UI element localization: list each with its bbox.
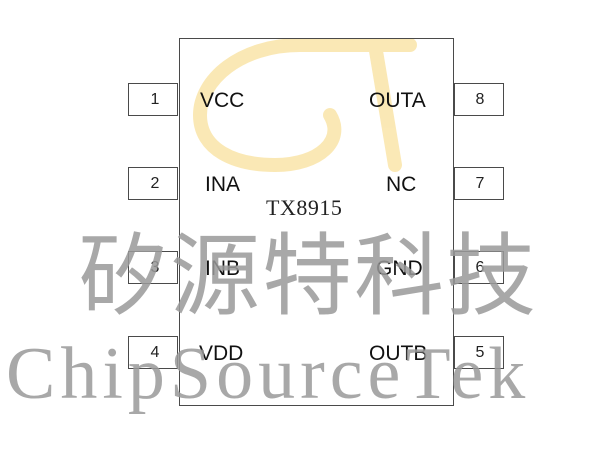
pin-number: 8 bbox=[475, 90, 485, 108]
pin-label-vcc: VCC bbox=[200, 89, 245, 112]
pin-7-box: 7 bbox=[454, 167, 504, 200]
pin-6-box: 6 bbox=[454, 251, 504, 284]
pin-label-nc: NC bbox=[386, 173, 417, 196]
st-logo-watermark bbox=[192, 38, 417, 172]
pin-3-box: 3 bbox=[128, 251, 178, 284]
pin-4-box: 4 bbox=[128, 336, 178, 369]
pin-8-box: 8 bbox=[454, 83, 504, 116]
part-number-label: TX8915 bbox=[266, 195, 343, 220]
pin-1-box: 1 bbox=[128, 83, 178, 116]
pin-label-outb: OUTB bbox=[369, 342, 428, 365]
pin-label-ina: INA bbox=[205, 173, 241, 196]
pin-5-box: 5 bbox=[454, 336, 504, 369]
chip-package-body bbox=[179, 38, 454, 406]
pin-label-gnd: GND bbox=[376, 257, 423, 280]
pin-number: 5 bbox=[475, 343, 485, 361]
pin-number: 6 bbox=[475, 258, 485, 276]
watermark-chinese-text: 矽源特科技 bbox=[78, 224, 538, 329]
pin-number: 3 bbox=[150, 258, 160, 276]
pin-number: 7 bbox=[475, 174, 485, 192]
pin-number: 1 bbox=[150, 90, 160, 108]
pin-label-vdd: VDD bbox=[199, 342, 244, 365]
pin-number: 4 bbox=[150, 343, 160, 361]
pin-label-inb: INB bbox=[205, 257, 241, 280]
watermark-english-text: ChipSourceTek bbox=[6, 333, 531, 415]
pin-2-box: 2 bbox=[128, 167, 178, 200]
pin-label-outa: OUTA bbox=[369, 89, 426, 112]
pin-number: 2 bbox=[150, 174, 160, 192]
